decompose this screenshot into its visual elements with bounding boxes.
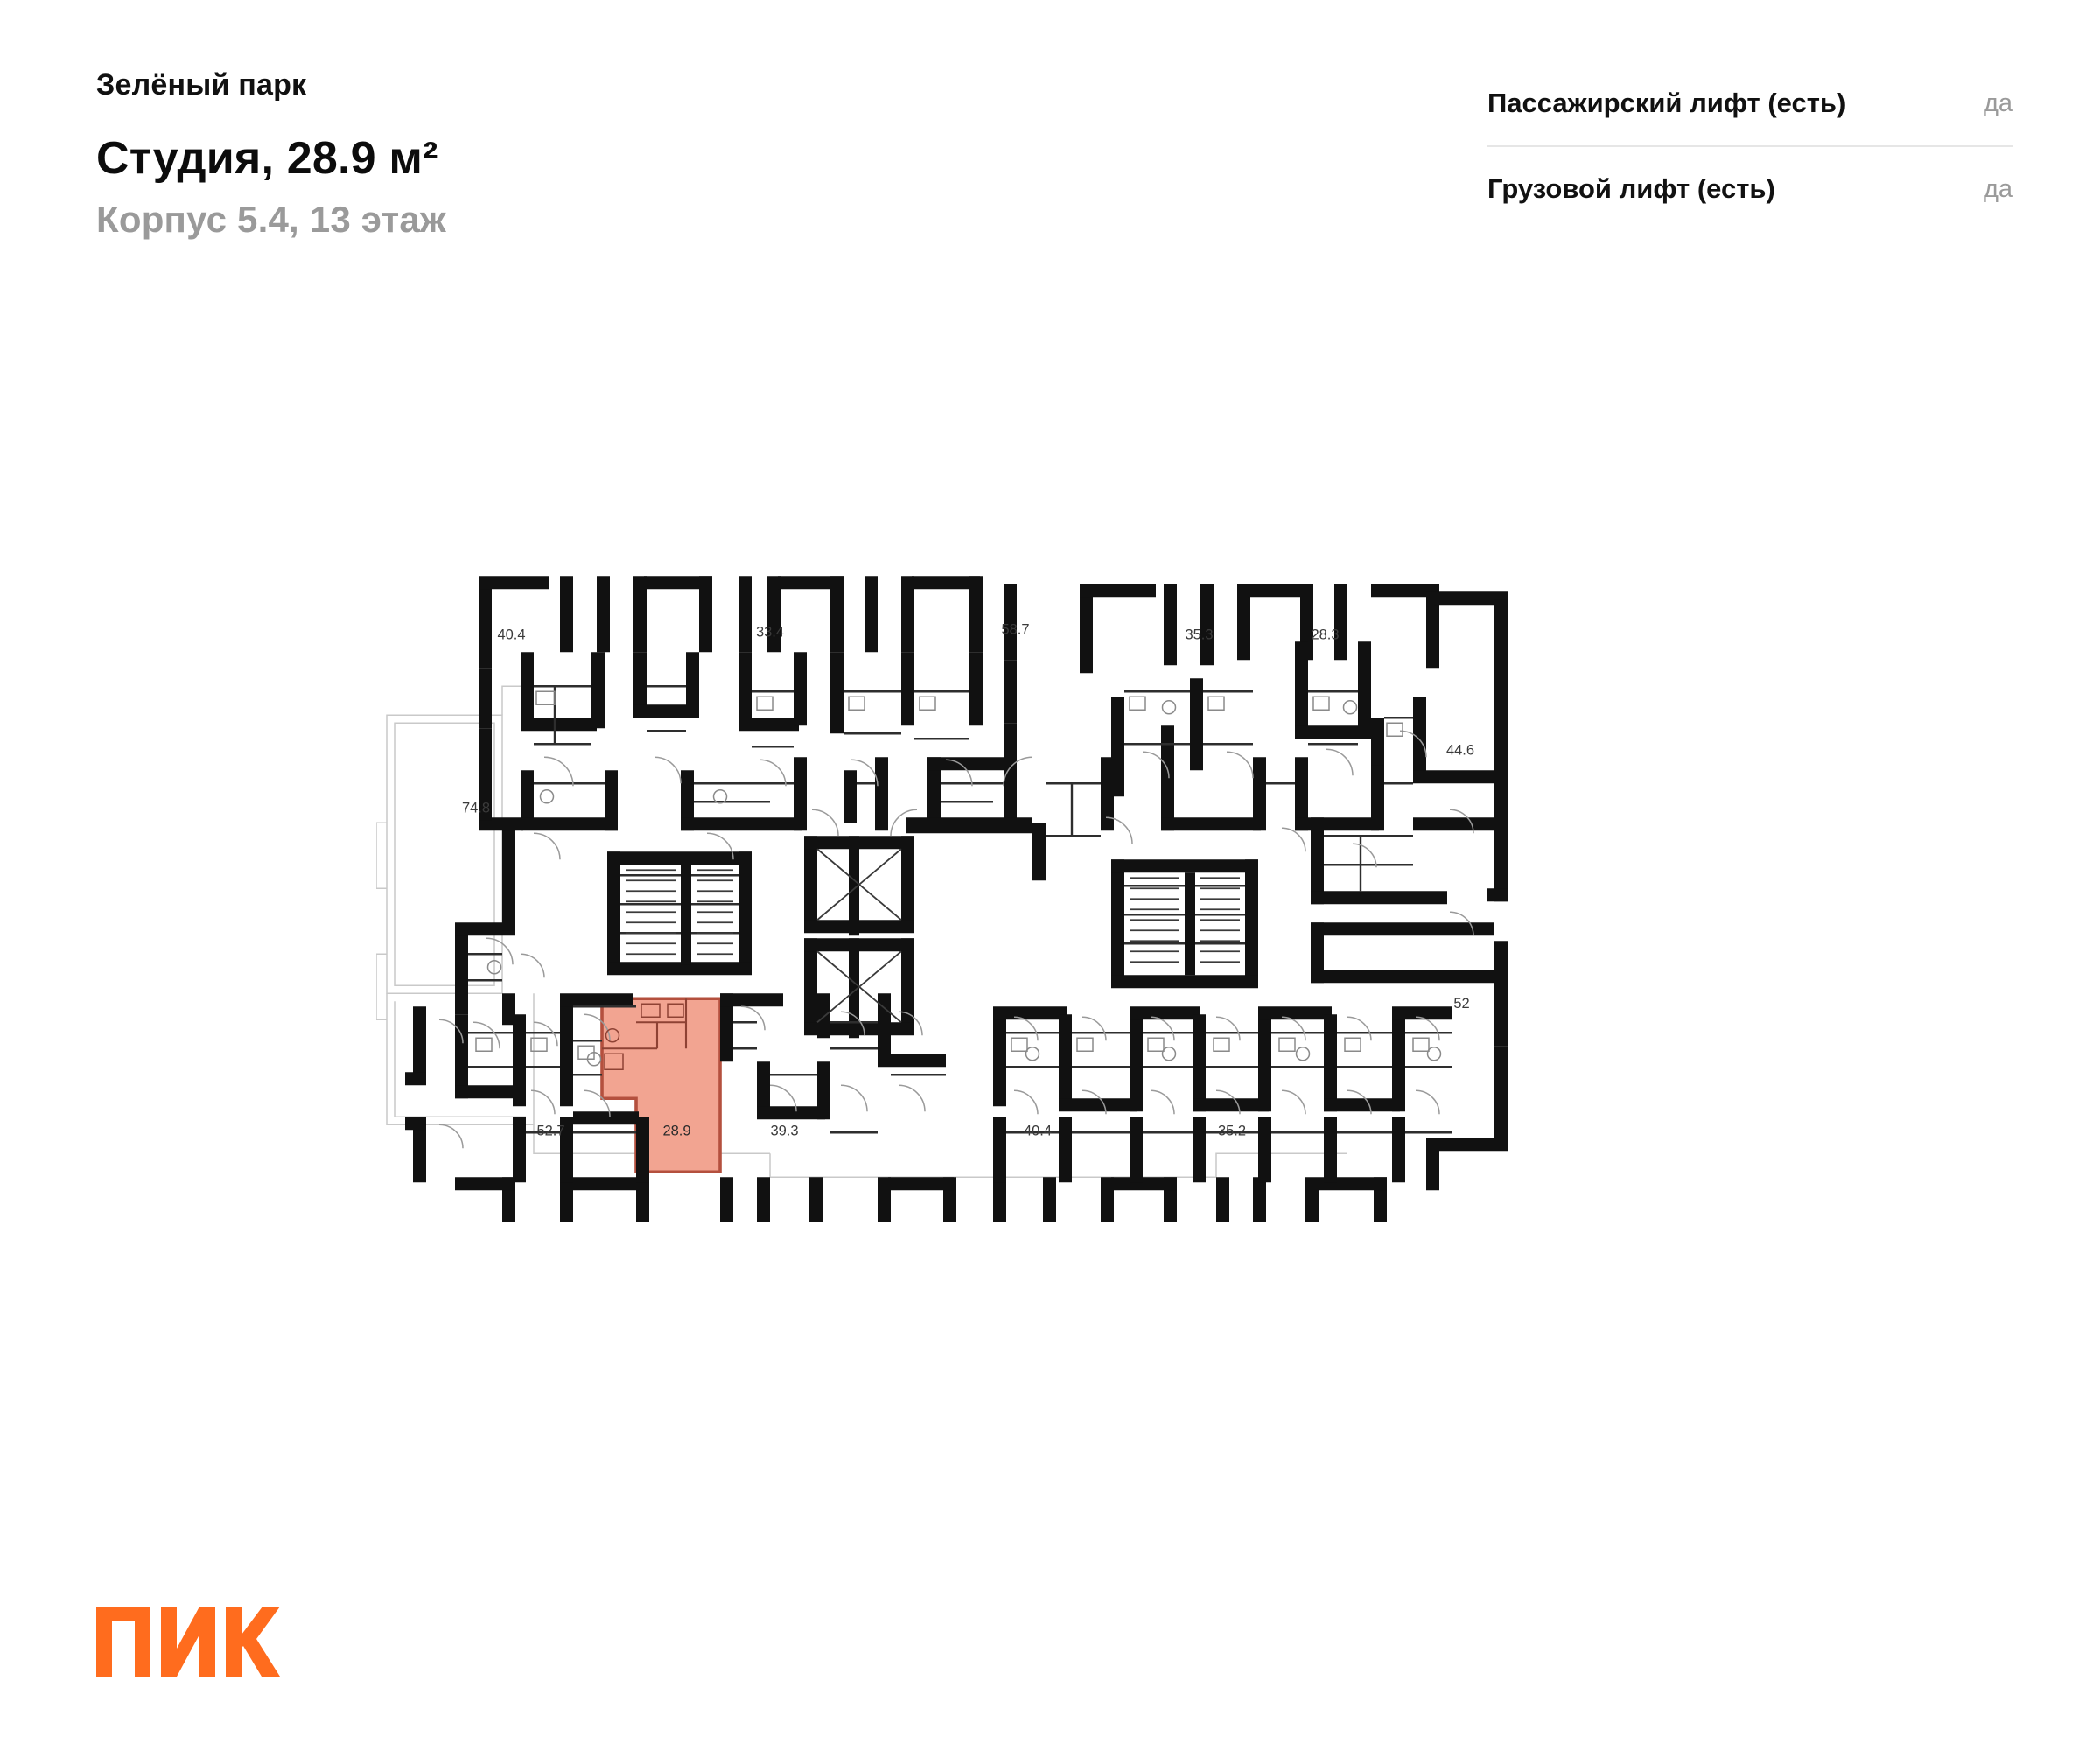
area-label-33-4: 33.4 <box>756 624 784 640</box>
page-subtitle: Корпус 5.4, 13 этаж <box>96 199 446 240</box>
area-labels: 40.4 33.4 58.7 35.3 28.3 44.6 74.8 52 52… <box>462 621 1474 1138</box>
interior-partitions <box>468 685 1452 1134</box>
selected-apartment-shape[interactable] <box>600 997 722 1174</box>
area-label-35-2: 35.2 <box>1218 1123 1246 1138</box>
selected-apartment-fixtures <box>604 1003 684 1070</box>
area-label-58-7: 58.7 <box>1001 621 1029 637</box>
structural-walls <box>405 576 1508 1222</box>
area-label-40-4-top-left: 40.4 <box>497 626 525 642</box>
area-label-40-4-bottom-right: 40.4 <box>1024 1123 1052 1138</box>
selected-apartment[interactable] <box>600 997 722 1174</box>
staircase-steps <box>626 869 1240 963</box>
door-swings <box>438 730 1474 1149</box>
selected-apartment-partitions <box>602 998 688 1050</box>
floor-plan[interactable]: 40.4 33.4 58.7 35.3 28.3 44.6 74.8 52 52… <box>376 560 1741 1312</box>
info-row-passenger-lift: Пассажирский лифт (есть) да <box>1488 61 2012 145</box>
fixtures <box>475 690 1442 1067</box>
pik-logo[interactable] <box>96 1606 280 1676</box>
pik-logo-icon[interactable] <box>96 1606 280 1676</box>
floor-plan-svg[interactable]: 40.4 33.4 58.7 35.3 28.3 44.6 74.8 52 52… <box>376 560 1741 1312</box>
area-label-28-3: 28.3 <box>1311 626 1339 642</box>
page-title: Студия, 28.9 м² <box>96 133 438 184</box>
project-name: Зелёный парк <box>96 68 307 102</box>
lift-shaft-marks <box>816 848 902 1023</box>
info-label-passenger-lift: Пассажирский лифт (есть) <box>1488 88 1846 118</box>
area-label-35-3: 35.3 <box>1185 626 1213 642</box>
area-label-52-7: 52.7 <box>536 1123 564 1138</box>
info-value-passenger-lift: да <box>1983 88 2012 117</box>
building-info-panel: Пассажирский лифт (есть) да Грузовой лиф… <box>1488 61 2012 231</box>
area-label-39-3: 39.3 <box>770 1123 798 1138</box>
header: Зелёный парк Студия, 28.9 м² Корпус 5.4,… <box>96 68 446 241</box>
area-label-74-8: 74.8 <box>462 800 490 816</box>
area-label-28-9-selected: 28.9 <box>662 1123 690 1138</box>
area-label-52: 52 <box>1453 996 1469 1012</box>
info-label-freight-lift: Грузовой лифт (есть) <box>1488 173 1775 204</box>
info-value-freight-lift: да <box>1983 174 2012 203</box>
info-row-freight-lift: Грузовой лифт (есть) да <box>1488 145 2012 231</box>
area-label-44-6: 44.6 <box>1446 742 1474 758</box>
